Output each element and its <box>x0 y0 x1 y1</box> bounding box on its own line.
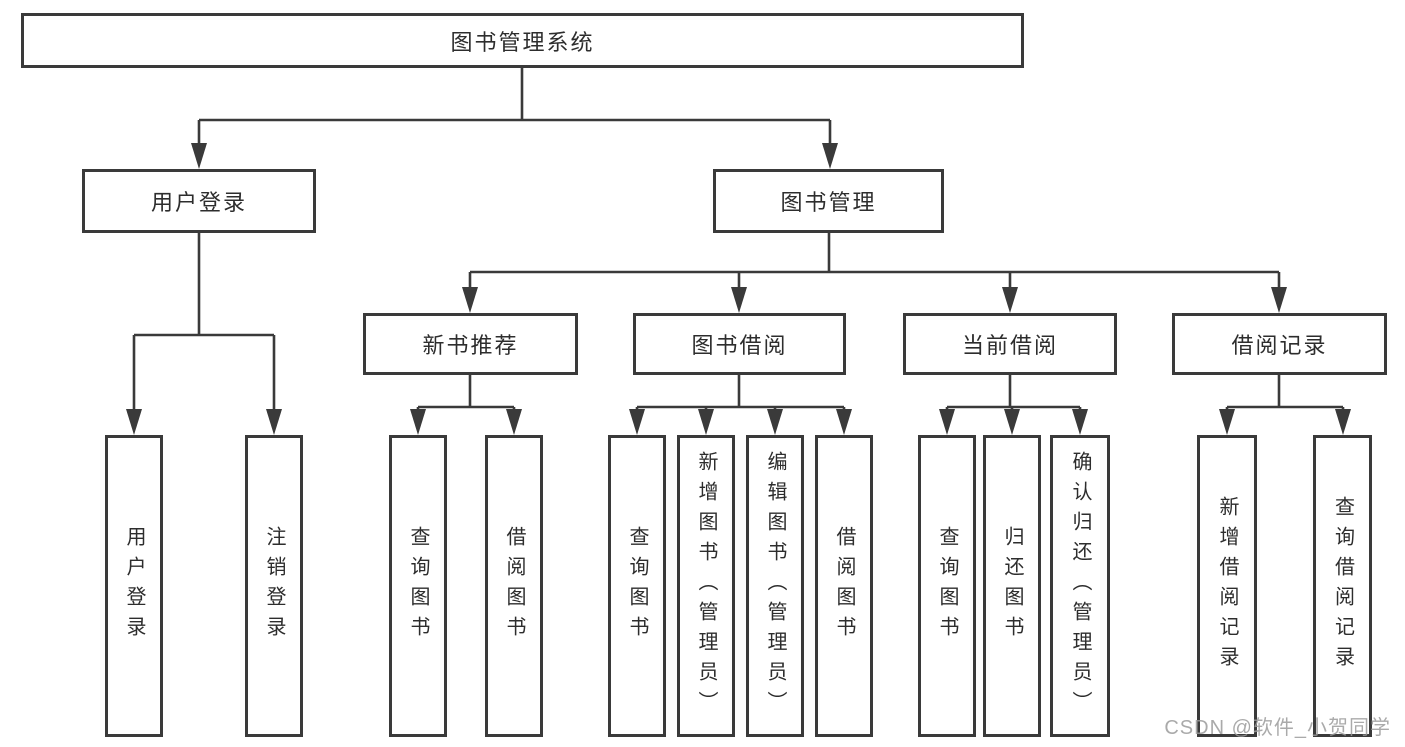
leaf-query-books-current: 查询图书 <box>918 435 976 737</box>
leaf-borrow-books: 借阅图书 <box>815 435 873 737</box>
node-borrow-records: 借阅记录 <box>1172 313 1387 375</box>
node-new-book-recommend: 新书推荐 <box>363 313 578 375</box>
leaf-confirm-return-admin: 确认归还（管理员） <box>1050 435 1110 737</box>
leaf-query-borrow-record: 查询借阅记录 <box>1313 435 1372 737</box>
leaf-edit-books-admin: 编辑图书（管理员） <box>746 435 804 737</box>
leaf-add-borrow-record: 新增借阅记录 <box>1197 435 1257 737</box>
node-book-borrow: 图书借阅 <box>633 313 846 375</box>
leaf-borrow-books-recommend: 借阅图书 <box>485 435 543 737</box>
leaf-user-login: 用户登录 <box>105 435 163 737</box>
node-book-management: 图书管理 <box>713 169 944 233</box>
leaf-logout: 注销登录 <box>245 435 303 737</box>
leaf-query-books-recommend: 查询图书 <box>389 435 447 737</box>
node-current-borrow: 当前借阅 <box>903 313 1117 375</box>
node-library-management-system: 图书管理系统 <box>21 13 1024 68</box>
node-user-login: 用户登录 <box>82 169 316 233</box>
leaf-return-books: 归还图书 <box>983 435 1041 737</box>
csdn-watermark: CSDN @软件_小贺同学 <box>1164 717 1391 739</box>
leaf-add-books-admin: 新增图书（管理员） <box>677 435 735 737</box>
leaf-query-books-borrow: 查询图书 <box>608 435 666 737</box>
